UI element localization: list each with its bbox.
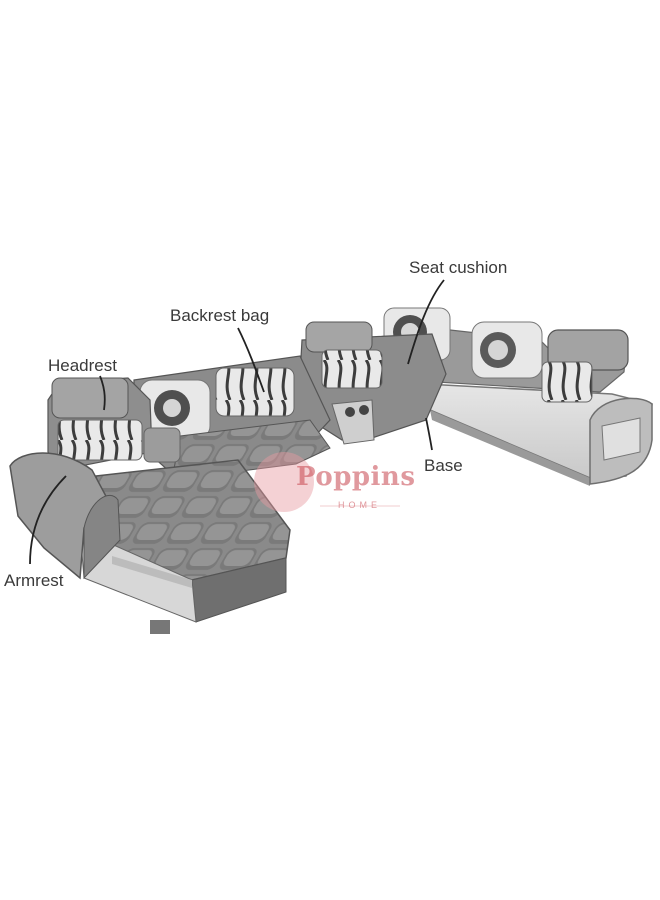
watermark-sub: HOME [338,500,381,510]
leader-armrest [29,475,67,565]
leader-lines [29,279,445,565]
label-backrest-bag: Backrest bag [170,306,270,325]
left-backrest [47,377,181,471]
label-base: Base [424,456,463,475]
right-chaise [424,383,653,486]
label-seat-cushion: Seat cushion [409,258,508,277]
leader-backrest-bag [237,327,265,393]
label-armrest: Armrest [4,571,64,590]
watermark-badge [254,452,400,512]
leader-base [425,417,433,451]
left-armrest [9,452,170,634]
leader-seat-cushion [407,279,445,365]
label-headrest: Headrest [48,356,117,375]
leader-headrest [99,375,106,411]
left-chaise [79,459,291,623]
watermark-brand: Poppins [296,462,416,492]
